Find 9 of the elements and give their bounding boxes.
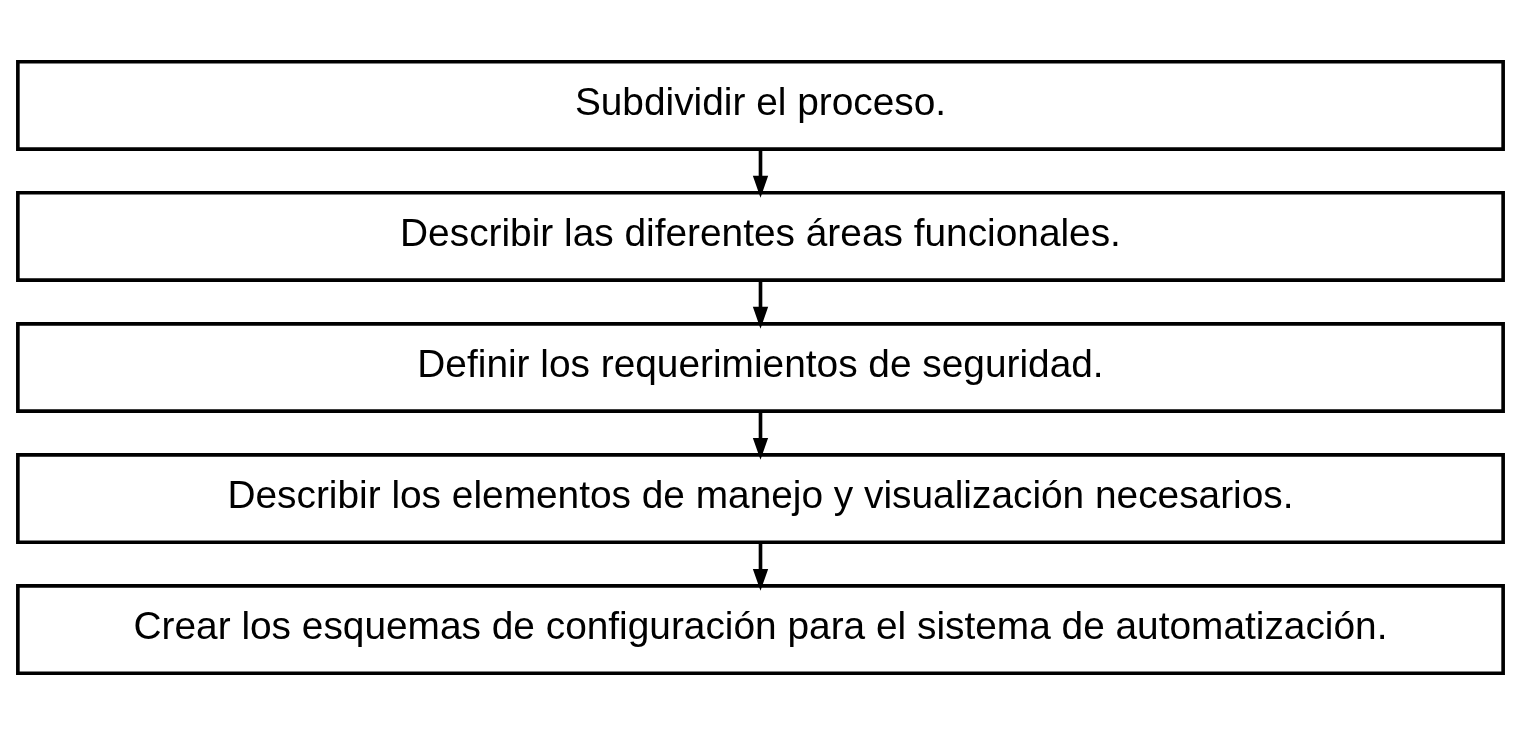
arrow [752, 410, 769, 460]
node-box: Describir las diferentes áreas funcionales. [16, 190, 1505, 282]
arrow [752, 541, 769, 591]
node-box: Crear los esquemas de configuración para el sistema de automatización. [16, 583, 1505, 675]
node-box: Subdividir el proceso. [16, 59, 1505, 151]
node-box: Describir los elementos de manejo y visualización necesarios. [16, 452, 1505, 544]
node-box: Definir los requerimientos de seguridad. [16, 321, 1505, 413]
arrow [752, 148, 769, 198]
arrow [752, 279, 769, 329]
